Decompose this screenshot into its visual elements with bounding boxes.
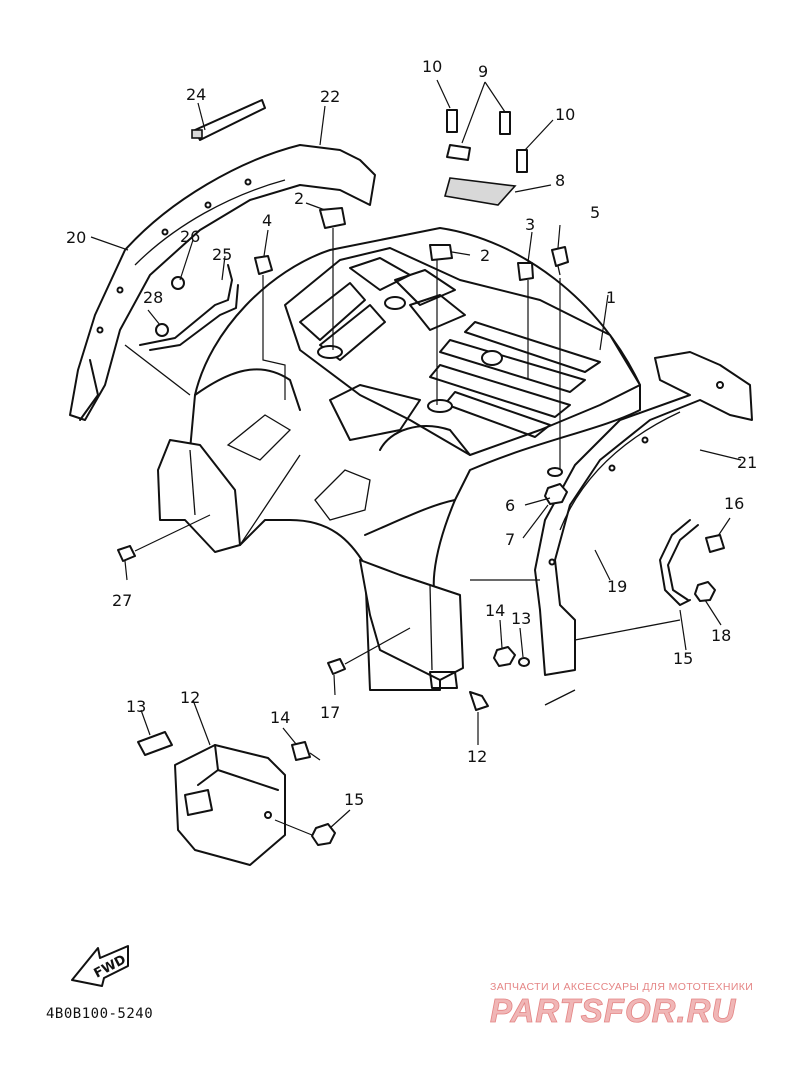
callout-24: 16 (724, 494, 744, 513)
diagram-code: 4B0B100-5240 (46, 1006, 153, 1022)
callout-15: 15 (344, 790, 364, 809)
callout-6: 6 (505, 496, 515, 515)
callout-21: 13 (511, 609, 531, 628)
callout-19: 22 (320, 87, 340, 106)
hardware (117, 99, 725, 711)
callout-10-left: 10 (422, 57, 442, 76)
callout-labels: 24 22 20 10 9 10 8 2 2 3 5 4 26 25 28 1 … (66, 57, 757, 809)
callout-27: 25 (212, 245, 232, 264)
callout-18: 21 (737, 453, 757, 472)
callout-3: 3 (525, 215, 535, 234)
callout-4: 4 (262, 211, 272, 230)
callout-17: 20 (66, 228, 86, 247)
callout-30: 28 (143, 288, 163, 307)
callout-22: 14 (485, 601, 505, 620)
right-fender-flare (470, 351, 753, 706)
callout-29: 27 (112, 591, 132, 610)
callout-5: 5 (590, 203, 600, 222)
callout-28: 26 (180, 227, 200, 246)
forward-arrow: FWD (71, 945, 129, 987)
callout-1: 1 (606, 288, 616, 307)
watermark-logo: PARTSFOR.RU (490, 992, 736, 1029)
callout-2-right: 2 (480, 246, 490, 265)
callout-7: 7 (505, 530, 515, 549)
callout-20: 12 (467, 747, 487, 766)
callout-14: 14 (270, 708, 290, 727)
tool-box (137, 731, 336, 866)
stays (139, 264, 699, 606)
callout-12-label: 12 (180, 688, 200, 707)
callout-13-label: 13 (126, 697, 146, 716)
callout-11: 24 (186, 85, 206, 104)
callout-23: 15 (673, 649, 693, 668)
watermark: ЗАПЧАСТИ И АКСЕССУАРЫ ДЛЯ МОТОТЕХНИКИ PA… (490, 981, 753, 1029)
callout-26: 18 (711, 626, 731, 645)
callout-25: 17 (320, 703, 340, 722)
callout-8: 8 (555, 171, 565, 190)
leader-lines (90, 79, 742, 836)
watermark-tagline: ЗАПЧАСТИ И АКСЕССУАРЫ ДЛЯ МОТОТЕХНИКИ (490, 981, 753, 993)
left-fender-flare (69, 144, 376, 421)
callout-2-left: 2 (294, 189, 304, 208)
callout-10-right: 10 (555, 105, 575, 124)
callout-16: 19 (607, 577, 627, 596)
callout-9: 9 (478, 62, 488, 81)
